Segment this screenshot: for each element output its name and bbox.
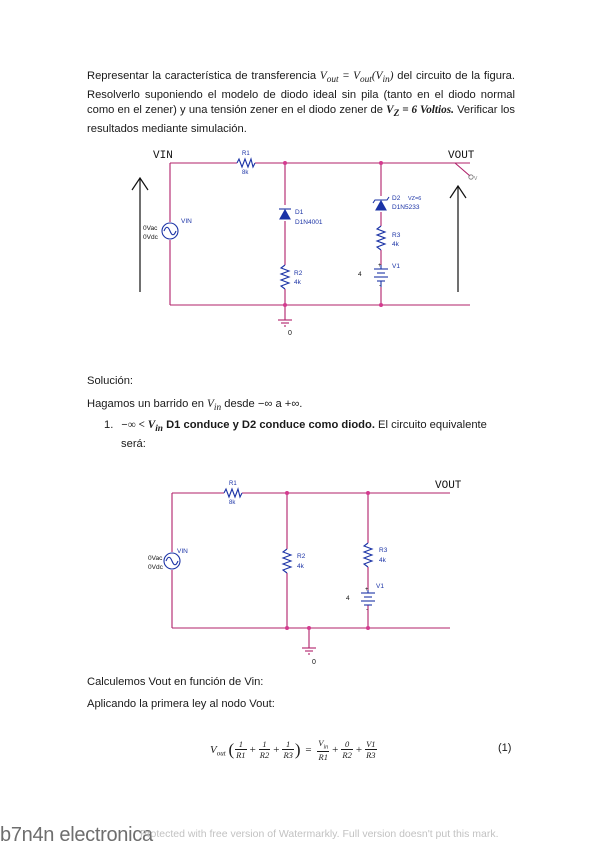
circuit-diagram-1: VIN VOUT R1 8k D1 D1N4001 D2 VZ=6 D1N523… [131,150,478,337]
vout-node-label: VOUT [448,150,475,162]
v1-name-2: V1 [376,583,384,590]
vin-node-label: VIN [153,150,173,162]
d2-note: VZ=6 [408,196,421,202]
r3-value: 4k [392,241,400,248]
r2-name: R2 [294,270,303,277]
d2-part: D1N5233 [392,204,420,211]
r2-value: 4k [294,279,302,286]
svg-text:-: - [366,607,368,613]
d1-part: D1N4001 [295,219,323,226]
v1-value: 4 [358,271,362,278]
svg-text:-: - [379,283,381,289]
sweep-text: Hagamos un barrido en Vin desde −∞ a +∞. [87,398,303,414]
source-vdc-2: 0Vdc [148,564,164,571]
solution-label: Solución: [87,375,134,387]
r1-value-2: 8k [229,500,236,506]
brand-watermark: b7n4n electronica [0,824,153,846]
source-vac-2: 0Vac [148,555,163,562]
r2-name-2: R2 [297,553,306,560]
svg-text:+: + [365,587,369,593]
source-name-2: VIN [177,548,188,555]
problem-statement: Representar la característica de transfe… [87,70,516,136]
ground-label-2: 0 [312,659,316,666]
ground-label: 0 [288,330,292,337]
r3-name-2: R3 [379,547,388,554]
list-item-number: 1. [104,419,114,431]
equation-number: (1) [498,742,512,754]
r1-value: 8k [242,170,249,176]
v1-value-2: 4 [346,595,350,602]
r2-value-2: 4k [297,563,305,570]
r1-name-2: R1 [229,481,237,487]
circuit-diagram-2: VOUT R1 8k R2 4k R3 4k V1 4 + - VIN 0Vac… [148,480,462,666]
d1-name: D1 [295,209,304,216]
source-vac: 0Vac [143,225,158,232]
r3-value-2: 4k [379,557,387,564]
source-vdc: 0Vdc [143,234,159,241]
apply-text: Aplicando la primera ley al nodo Vout: [87,698,275,710]
watermarkly-notice: Protected with free version of Watermark… [140,828,499,840]
v1-name: V1 [392,263,400,270]
d2-name: D2 [392,195,401,202]
r1-name: R1 [242,151,250,157]
r3-name: R3 [392,232,401,239]
vout-node-label-2: VOUT [435,480,462,492]
calc-text: Calculemos Vout en función de Vin: [87,676,264,688]
svg-text:+: + [378,263,382,269]
probe-label: V [474,176,478,182]
source-name: VIN [181,218,192,225]
